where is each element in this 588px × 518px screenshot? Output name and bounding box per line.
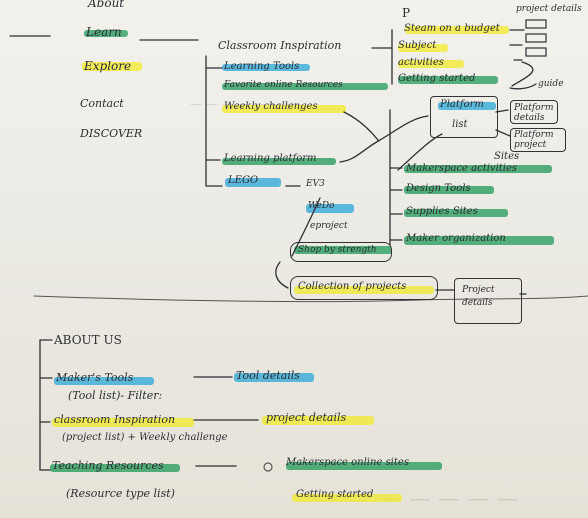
wedo: WeDo [308,201,335,211]
about-getting-started: Getting started [296,489,374,500]
platform-list: list [452,119,468,130]
platform-project-box [510,128,566,152]
project-details-box [454,278,522,324]
project-details-top: project details [516,4,582,14]
nav-discover: DISCOVER [80,127,143,140]
learning-tools: Learning Tools [224,61,300,72]
project-list-weekly: (project list) + Weekly challenge [62,432,228,443]
letter-p: P [402,6,411,20]
makers-tools: Maker's Tools [56,371,134,384]
ev3: EV3 [306,179,325,189]
design-tools: Design Tools [406,183,471,194]
guide: guide [538,79,564,89]
nav-learn: Learn [86,25,122,39]
about-project-details: project details [266,411,347,424]
nav-about: About [88,0,125,10]
platform-details-box [510,100,558,124]
platform: Platform [440,99,484,110]
nav-explore: Explore [84,59,132,73]
getting-started: Getting started [398,73,476,84]
platform-details: Platform details [514,103,554,123]
activities: activities [398,57,444,68]
shop-by-strength: Shop by strength [298,245,377,255]
sites: Sites [494,151,520,162]
tool-details: Tool details [236,369,300,382]
maker-organization: Maker organization [406,233,506,244]
learning-platform: Learning platform [224,153,317,164]
weekly-challenges: Weekly challenges [224,101,318,112]
teaching-resources: Teaching Resources [52,459,164,472]
shop-strength-box [290,242,392,262]
collection-box [290,276,438,300]
platform-box [430,96,498,138]
favorite-online-resources: Favorite online Resources [224,80,343,90]
eproject: eproject [310,221,348,231]
platform-project: Platform project [514,130,554,150]
about-us-title: ABOUT US [54,333,122,347]
about-classroom-inspiration: classroom Inspiration [54,413,176,426]
makerspace-online-sites: Makerspace online sites [286,457,409,468]
makerspace-activities: Makerspace activities [406,163,518,174]
resource-type-list: (Resource type list) [66,487,175,500]
nav-contact: Contact [80,97,124,110]
steam-on-a-budget: Steam on a budget [404,23,500,34]
supplies-sites: Supplies Sites [406,206,478,217]
lego: LEGO [228,175,259,186]
collection-of-projects: Collection of projects [298,281,407,292]
classroom-inspiration: Classroom Inspiration [218,39,342,52]
project-details-link: Project details [462,285,495,308]
subject: Subject [398,40,437,51]
tool-list-filter: (Tool list)- Filter: [68,389,163,402]
